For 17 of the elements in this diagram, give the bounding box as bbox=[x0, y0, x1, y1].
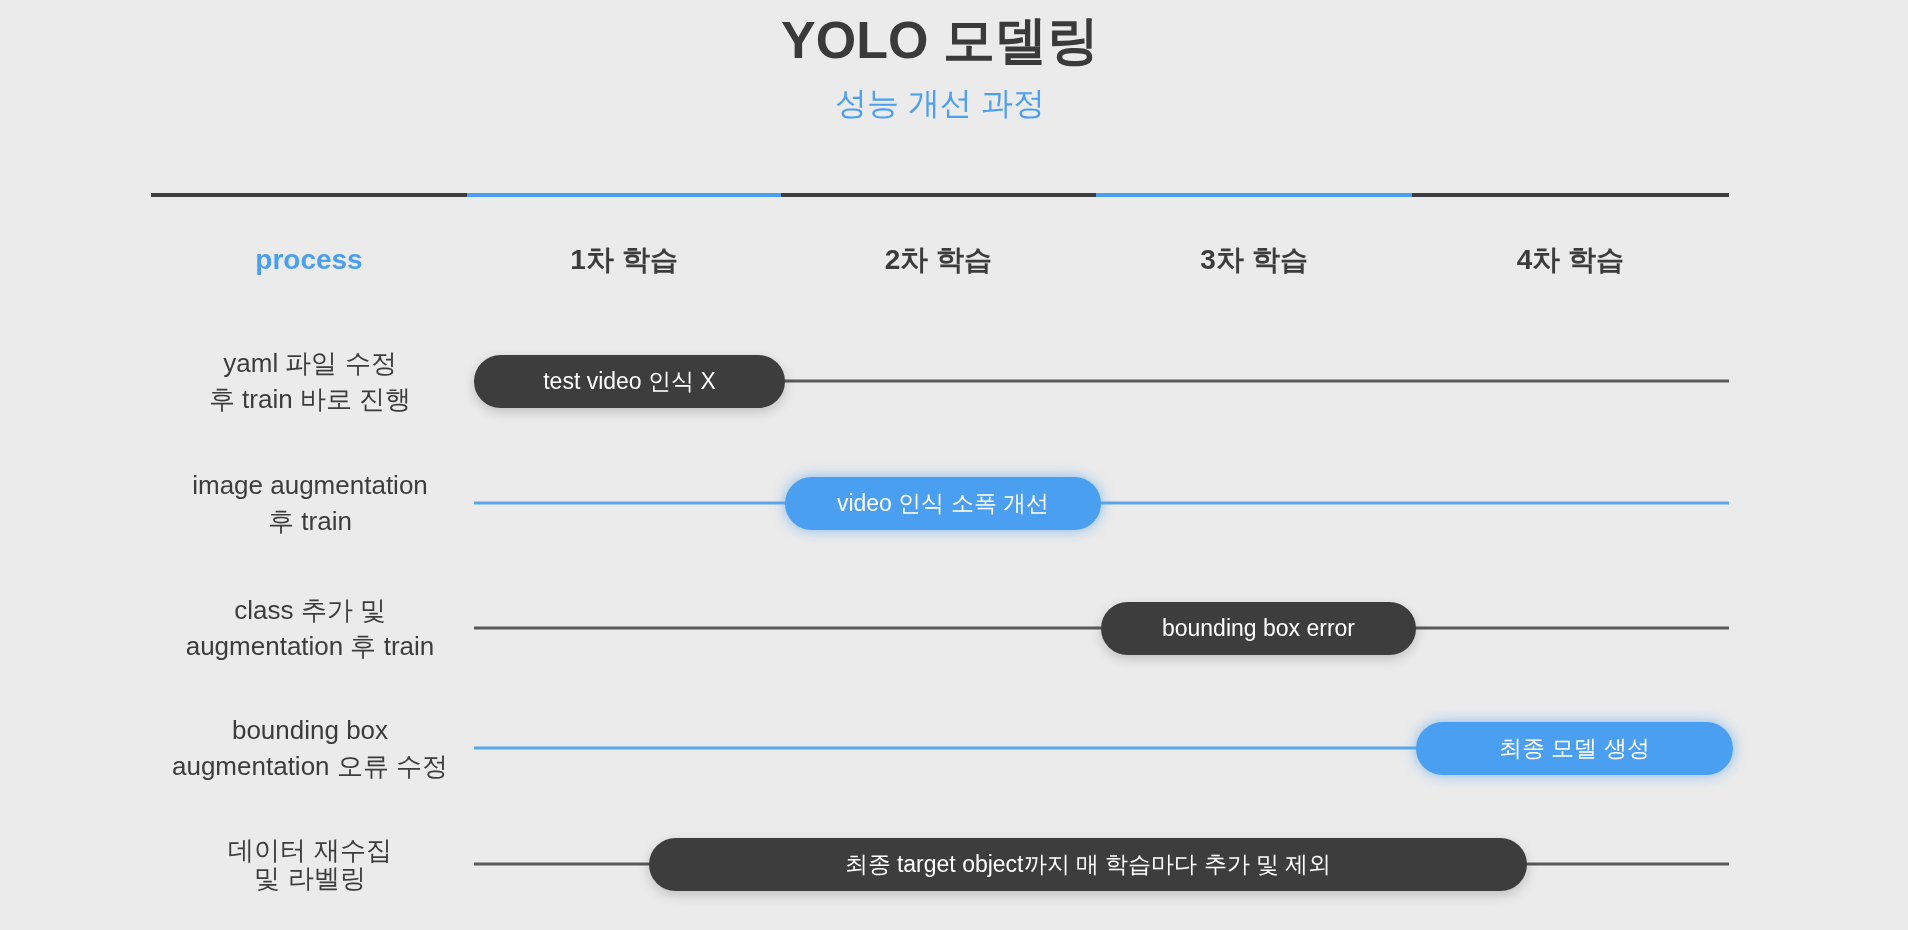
column-header: 4차 학습 bbox=[1516, 243, 1625, 277]
column-header: 3차 학습 bbox=[1200, 243, 1308, 277]
column-header: 1차 학습 bbox=[570, 243, 678, 277]
column-header: process bbox=[255, 243, 363, 277]
subtitle: 성능 개선 과정 bbox=[835, 84, 1045, 122]
row-label: image augmentation 후 train bbox=[192, 469, 428, 538]
status-pill: 최종 모델 생성 bbox=[1416, 721, 1733, 775]
title: YOLO 모델링 bbox=[781, 10, 1099, 70]
status-pill: test video 인식 X bbox=[474, 354, 785, 408]
row-label: class 추가 및 augmentation 후 train bbox=[185, 594, 435, 663]
status-pill: bounding box error bbox=[1101, 601, 1416, 655]
status-pill: 최종 target object까지 매 학습마다 추가 및 제외 bbox=[649, 837, 1527, 891]
row-label: bounding box augmentation 오류 수정 bbox=[172, 714, 448, 783]
row-label: yaml 파일 수정 후 train 바로 진행 bbox=[208, 347, 412, 416]
column-header: 2차 학습 bbox=[884, 243, 993, 277]
row-label: 데이터 재수집 및 라벨링 bbox=[228, 836, 392, 892]
status-pill: video 인식 소폭 개선 bbox=[785, 476, 1101, 530]
